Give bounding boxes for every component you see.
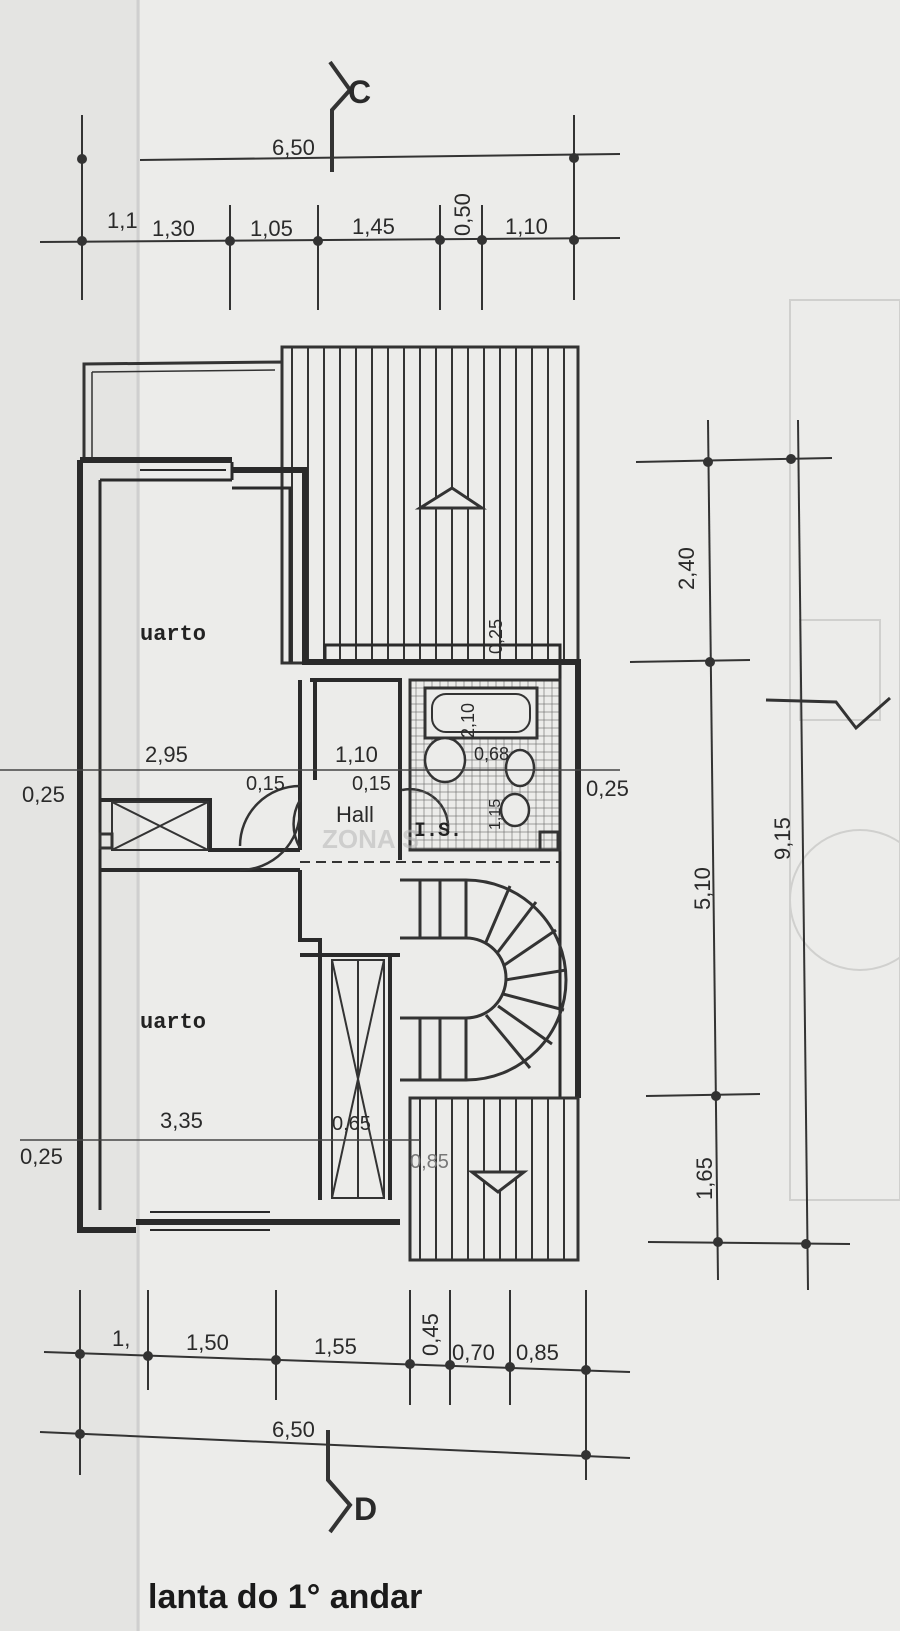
bathtub bbox=[423, 686, 539, 740]
bottom-dim-3: 1,55 bbox=[314, 1334, 357, 1359]
top-dim-3: 1,05 bbox=[250, 216, 293, 241]
bottom-dim-4: 0,45 bbox=[418, 1313, 443, 1356]
ghost-drawing bbox=[789, 299, 900, 1201]
room-label-is: I.S. bbox=[414, 820, 462, 843]
inner-dim-left-025b: 0,25 bbox=[20, 1144, 63, 1169]
right-dim-middle: 5,10 bbox=[690, 867, 715, 910]
bidet bbox=[499, 792, 531, 828]
wardrobe-small bbox=[98, 801, 209, 851]
inner-dim-335: 3,35 bbox=[160, 1108, 203, 1133]
plan-title: lanta do 1° andar bbox=[148, 1578, 422, 1616]
top-dimension-lines bbox=[39, 115, 621, 310]
inner-dim-right-025: 0,25 bbox=[586, 776, 629, 801]
sink bbox=[423, 736, 467, 784]
section-label-d: D bbox=[354, 1491, 377, 1527]
inner-dim-065: 0,65 bbox=[332, 1113, 371, 1135]
right-dimension-lines bbox=[629, 419, 851, 1291]
bottom-dim-6: 0,85 bbox=[516, 1340, 559, 1365]
outer-walls bbox=[77, 457, 581, 1233]
bottom-dim-1: 1, bbox=[112, 1326, 130, 1351]
right-dim-total: 9,15 bbox=[770, 817, 795, 860]
bottom-dimension-lines bbox=[39, 1290, 631, 1480]
watermark: ZONA S bbox=[322, 824, 419, 854]
section-marker-right bbox=[765, 696, 891, 731]
inner-dim-210v: 2,10 bbox=[458, 703, 478, 738]
bottom-dim-2: 1,50 bbox=[186, 1330, 229, 1355]
inner-dim-115v: 1,15 bbox=[487, 799, 504, 830]
room-label-hall: Hall bbox=[336, 802, 374, 827]
top-dim-6: 1,10 bbox=[505, 214, 548, 239]
bathroom bbox=[408, 678, 562, 852]
stair-up-arrow bbox=[414, 486, 487, 510]
right-dim-upper: 2,40 bbox=[674, 547, 699, 590]
top-overall-dim: 6,50 bbox=[272, 135, 315, 160]
inner-dim-025v: 0,25 bbox=[486, 619, 506, 654]
room-label-quarto-top: uarto bbox=[140, 622, 206, 647]
spiral-stair bbox=[400, 878, 568, 1082]
toilet bbox=[504, 748, 536, 788]
inner-dim-015b: 0,15 bbox=[352, 773, 391, 795]
bottom-dim-5: 0,70 bbox=[452, 1340, 495, 1365]
inner-dim-110: 1,10 bbox=[335, 742, 378, 767]
bedroom-divider-walls bbox=[100, 678, 402, 1200]
paper-shadow bbox=[0, 0, 140, 1631]
top-dim-5: 0,50 bbox=[450, 193, 475, 236]
top-dim-1: 1,1 bbox=[107, 208, 138, 233]
inner-dim-left-025a: 0,25 bbox=[22, 782, 65, 807]
inner-dim-295: 2,95 bbox=[145, 742, 188, 767]
bottom-overall-dim: 6,50 bbox=[272, 1417, 315, 1442]
section-marker-c bbox=[328, 60, 353, 172]
section-marker-d bbox=[326, 1430, 353, 1534]
top-dim-2: 1,30 bbox=[152, 216, 195, 241]
section-label-c: C bbox=[348, 74, 371, 110]
right-dim-lower: 1,65 bbox=[692, 1157, 717, 1200]
stair-down-arrow bbox=[467, 1170, 529, 1194]
room-label-quarto-bottom: uarto bbox=[140, 1010, 206, 1035]
top-dim-4: 1,45 bbox=[352, 214, 395, 239]
inner-dim-068: 0,68 bbox=[474, 744, 509, 764]
inner-dimension-lines bbox=[0, 769, 620, 1141]
wardrobe-tall bbox=[331, 959, 385, 1199]
inner-dim-015a: 0,15 bbox=[246, 773, 285, 795]
inner-dim-085: 0,85 bbox=[410, 1151, 449, 1173]
